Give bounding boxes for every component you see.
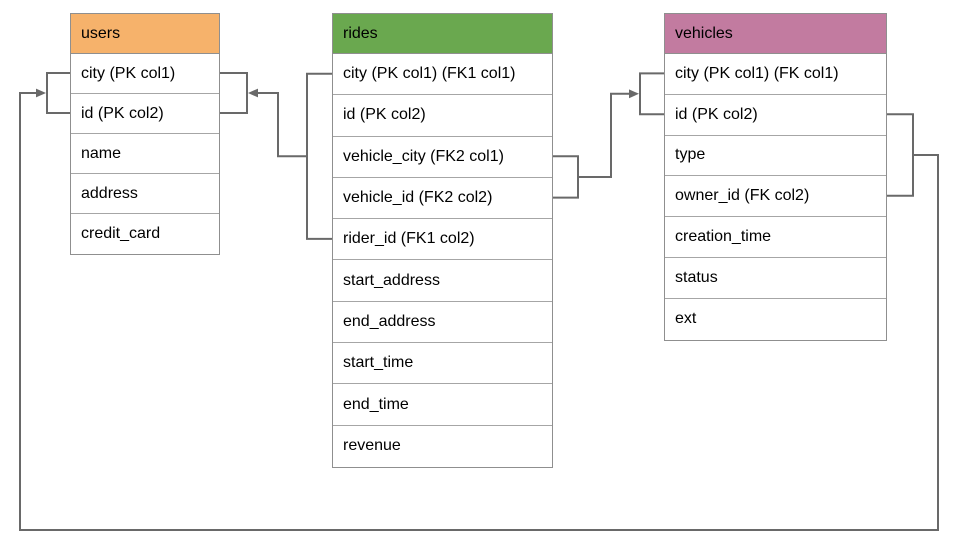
table-row: id (PK col2) — [333, 95, 552, 137]
table-row: vehicle_city (FK2 col1) — [333, 136, 552, 178]
table-row: start_time — [333, 343, 552, 385]
rides-fk2-bracket — [553, 155, 579, 199]
table-row: address — [71, 174, 219, 214]
fk2-link-line — [578, 92, 629, 178]
users-pk-right-bracket — [220, 72, 248, 114]
fk1-link-line — [258, 92, 307, 158]
vehicles-fk-bracket — [887, 113, 914, 197]
fk-connector-rides-to-vehicles — [553, 72, 664, 199]
table-row: credit_card — [71, 214, 219, 254]
users-pk-left-bracket — [46, 72, 70, 114]
table-users: users city (PK col1) id (PK col2) name a… — [70, 13, 220, 255]
table-rides-header: rides — [333, 14, 552, 54]
table-row: name — [71, 134, 219, 174]
fk3-arrowhead-icon — [36, 88, 46, 98]
table-row: city (PK col1) (FK1 col1) — [333, 54, 552, 96]
fk-connector-vehicles-to-users — [19, 72, 939, 531]
rides-fk1-bracket — [306, 72, 332, 240]
table-vehicles: vehicles city (PK col1) (FK col1) id (PK… — [664, 13, 887, 341]
table-row: type — [665, 135, 886, 177]
table-row: status — [665, 257, 886, 299]
fk2-arrowhead-icon — [629, 89, 639, 99]
table-row: end_address — [333, 301, 552, 344]
table-row: start_address — [333, 260, 552, 302]
table-row: city (PK col1) — [71, 54, 219, 94]
table-row: rider_id (FK1 col2) — [333, 219, 552, 261]
table-row: id (PK col2) — [71, 94, 219, 134]
table-row: vehicle_id (FK2 col2) — [333, 177, 552, 220]
table-row: city (PK col1) (FK col1) — [665, 54, 886, 95]
table-row: ext — [665, 298, 886, 340]
table-row: owner_id (FK col2) — [665, 176, 886, 218]
table-vehicles-header: vehicles — [665, 14, 886, 54]
table-row: end_time — [333, 384, 552, 426]
table-row: revenue — [333, 425, 552, 467]
table-rides: rides city (PK col1) (FK1 col1) id (PK c… — [332, 13, 553, 468]
vehicles-pk-left-bracket — [639, 72, 664, 116]
fk1-arrowhead-icon — [248, 88, 258, 98]
fk3-link-line — [19, 92, 939, 531]
table-users-header: users — [71, 14, 219, 54]
fk-connector-rides-to-users — [220, 72, 332, 240]
table-row: id (PK col2) — [665, 94, 886, 136]
table-row: creation_time — [665, 217, 886, 258]
